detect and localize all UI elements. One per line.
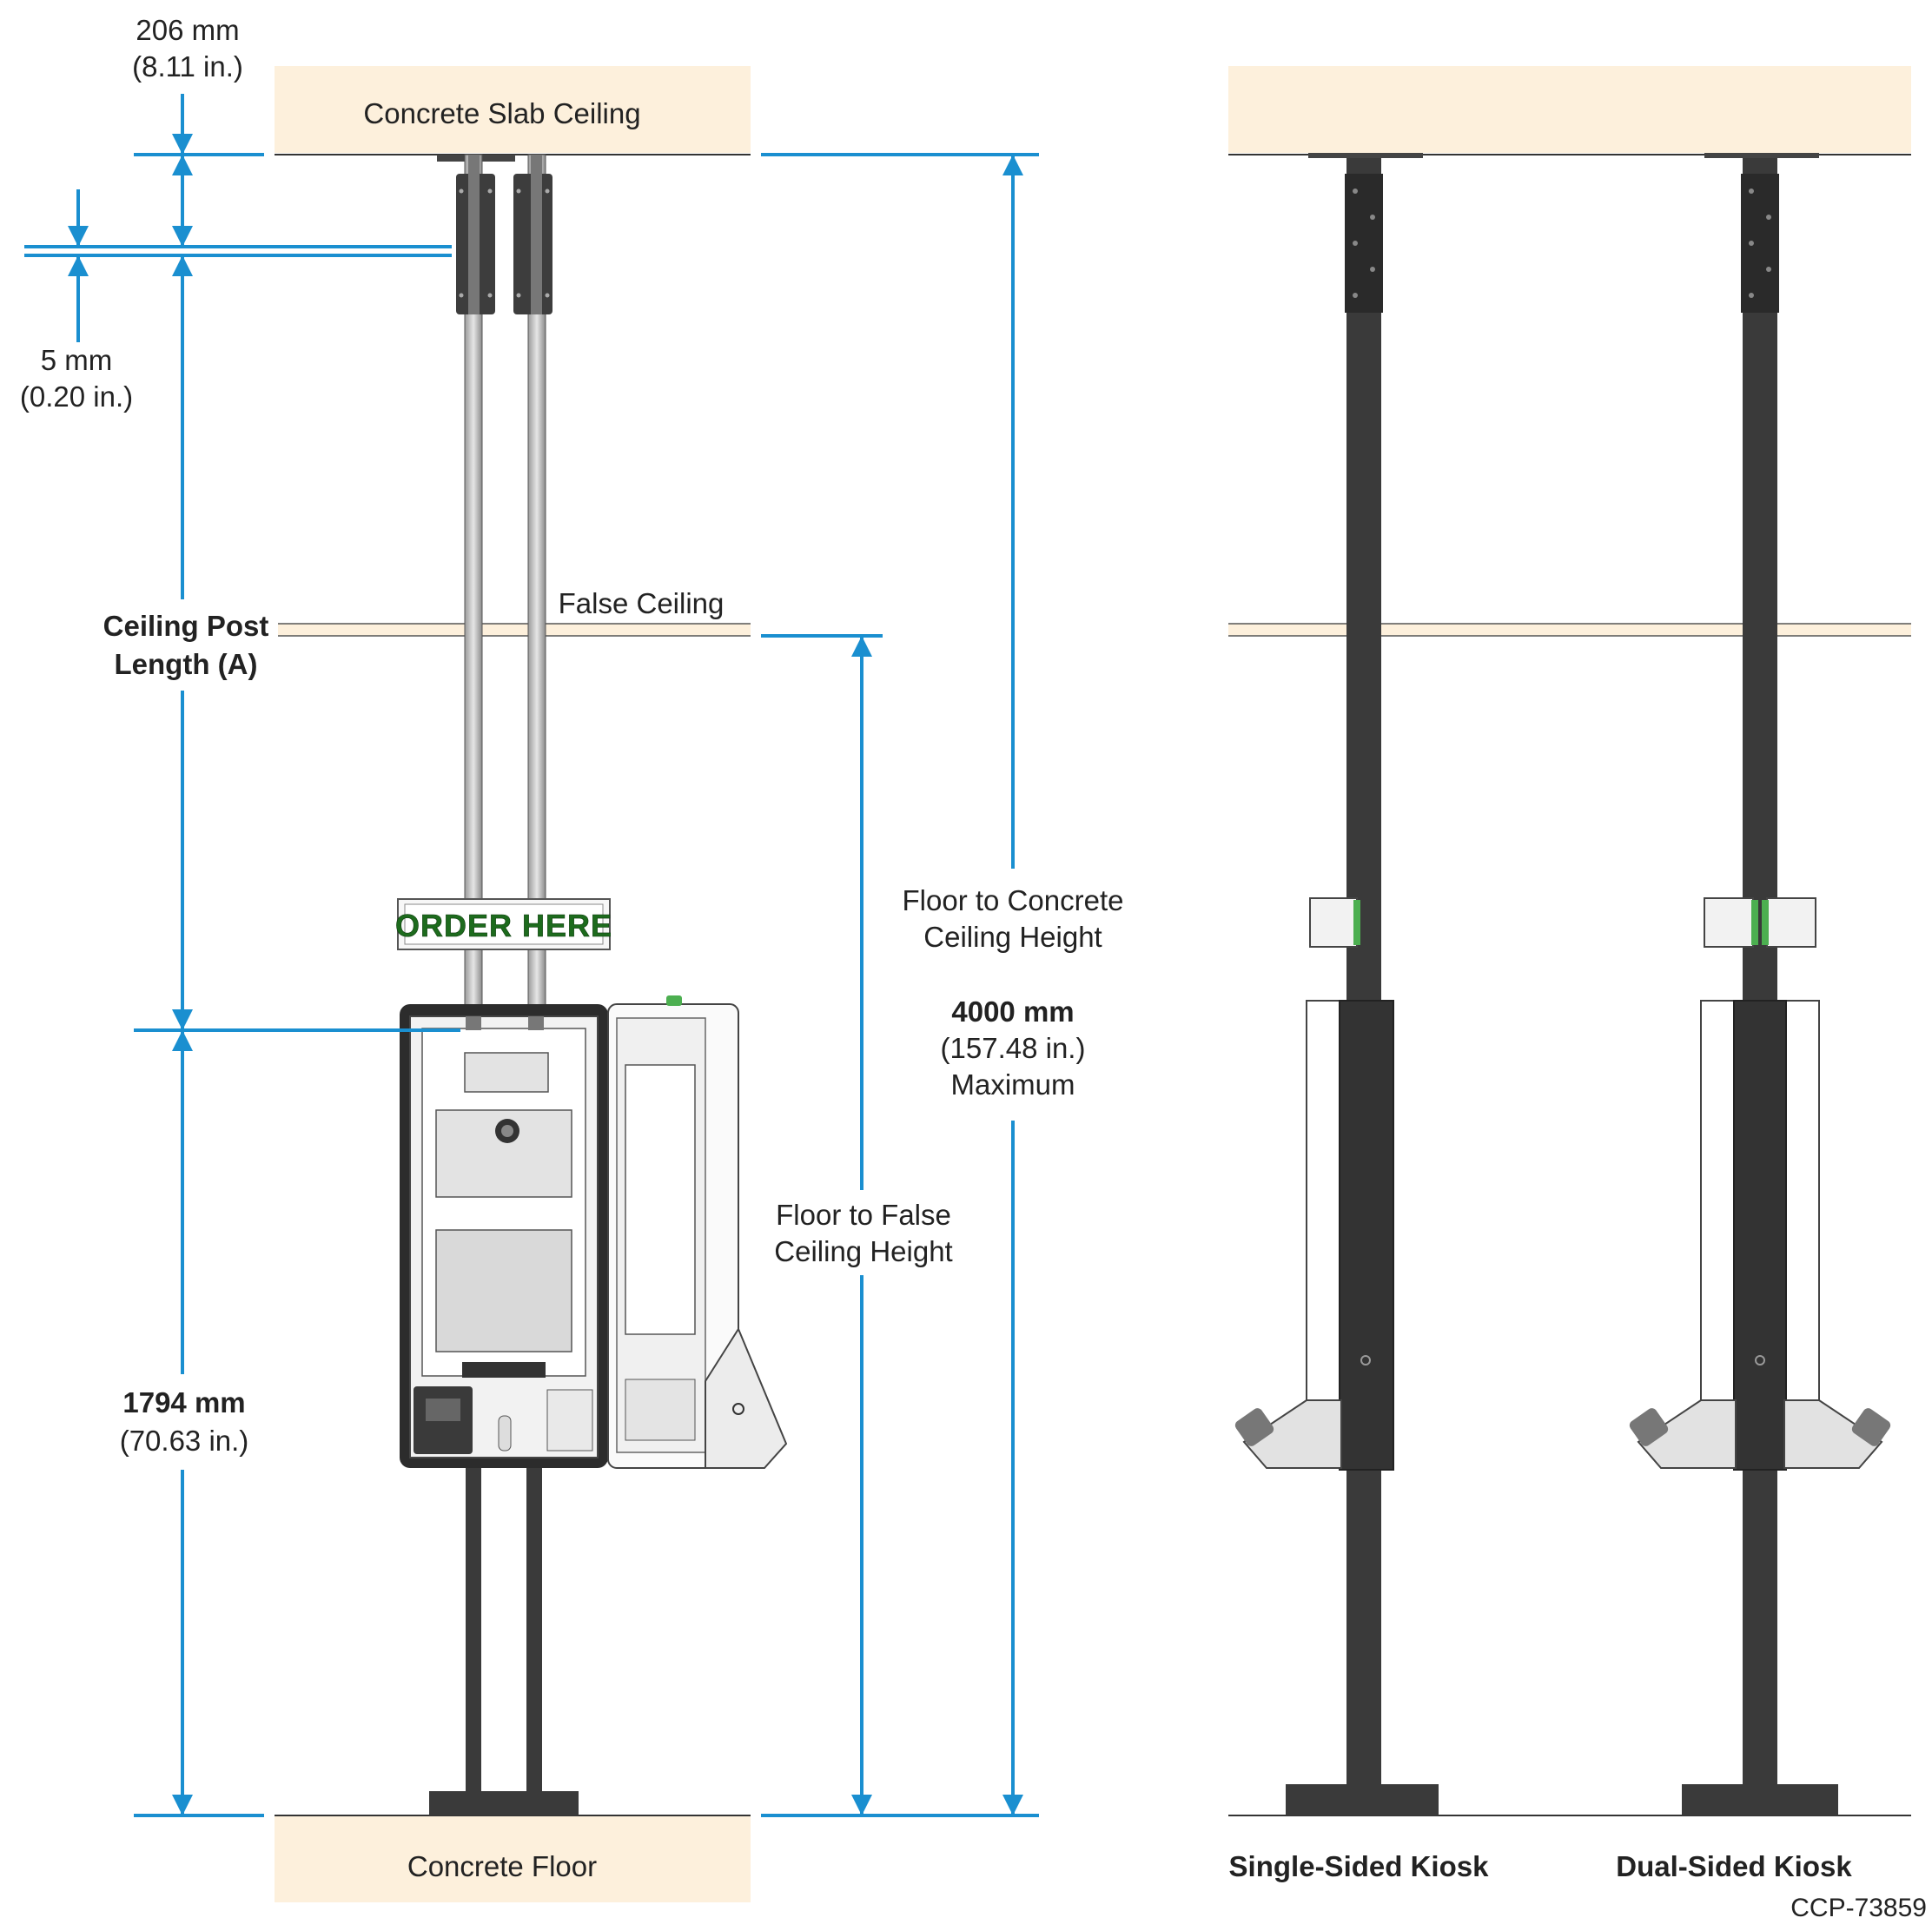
- floor-to-false-label-2: Ceiling Height: [774, 1235, 952, 1267]
- floor-to-concrete-label-1: Floor to Concrete: [903, 884, 1124, 916]
- figure-id: CCP-73859: [1790, 1894, 1927, 1922]
- ceiling-post-label-1: Ceiling Post: [103, 610, 269, 642]
- concrete-floor-label: Concrete Floor: [407, 1850, 597, 1882]
- single-sided-kiosk: [1234, 153, 1439, 1815]
- right-false-ceiling: [1228, 623, 1911, 637]
- false-ceiling: [275, 623, 751, 637]
- max-height-in: (157.48 in.): [941, 1032, 1086, 1064]
- kiosk-height-mm: 1794 mm: [122, 1386, 245, 1418]
- top-offset-mm: 206 mm: [136, 14, 239, 46]
- concrete-slab-ceiling: [275, 66, 751, 155]
- false-ceiling-label: False Ceiling: [559, 587, 724, 619]
- concrete-slab-ceiling-label: Concrete Slab Ceiling: [363, 97, 640, 129]
- dual-sided-kiosk: [1629, 153, 1891, 1815]
- ceiling-post-label-2: Length (A): [115, 648, 258, 680]
- floor-to-concrete-label-2: Ceiling Height: [923, 921, 1102, 953]
- max-height-label: Maximum: [950, 1068, 1075, 1101]
- kiosk-front-view: [400, 995, 788, 1469]
- top-offset-in: (8.11 in.): [132, 50, 243, 83]
- right-concrete-slab-ceiling: [1228, 66, 1911, 155]
- ceiling-posts: [437, 154, 552, 1024]
- gap-in: (0.20 in.): [20, 380, 133, 413]
- kiosk-height-in: (70.63 in.): [120, 1425, 249, 1457]
- order-here-sign: ORDER HERE: [395, 898, 612, 950]
- max-height-mm: 4000 mm: [951, 995, 1074, 1028]
- dual-sided-label: Dual-Sided Kiosk: [1616, 1850, 1852, 1882]
- concrete-floor: [275, 1815, 751, 1902]
- gap-mm: 5 mm: [41, 344, 113, 376]
- floor-stand: [429, 1468, 579, 1815]
- sign-text: ORDER HERE: [395, 908, 612, 943]
- single-sided-label: Single-Sided Kiosk: [1229, 1850, 1490, 1882]
- floor-to-false-label-1: Floor to False: [776, 1199, 951, 1231]
- dimension-lines: [24, 94, 1039, 1817]
